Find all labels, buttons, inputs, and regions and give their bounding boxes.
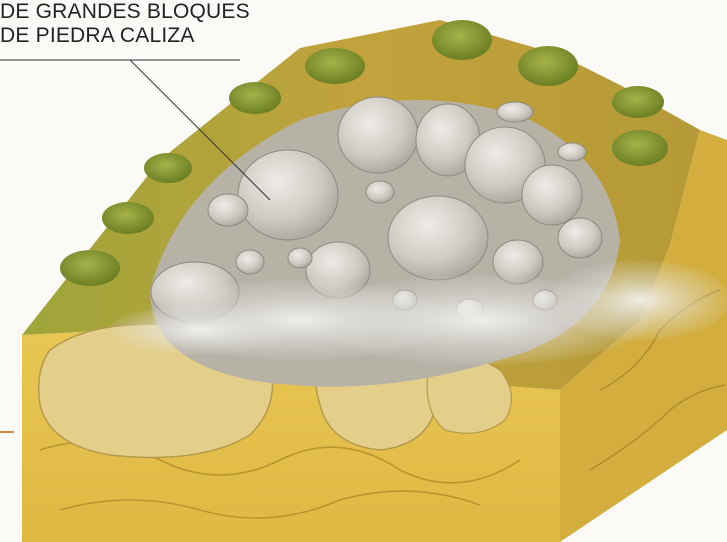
callout-line-1: DE GRANDES BLOQUES (0, 0, 250, 24)
callout-label: DE GRANDES BLOQUES DE PIEDRA CALIZA (0, 0, 250, 48)
callout-line-2: DE PIEDRA CALIZA (0, 24, 250, 48)
